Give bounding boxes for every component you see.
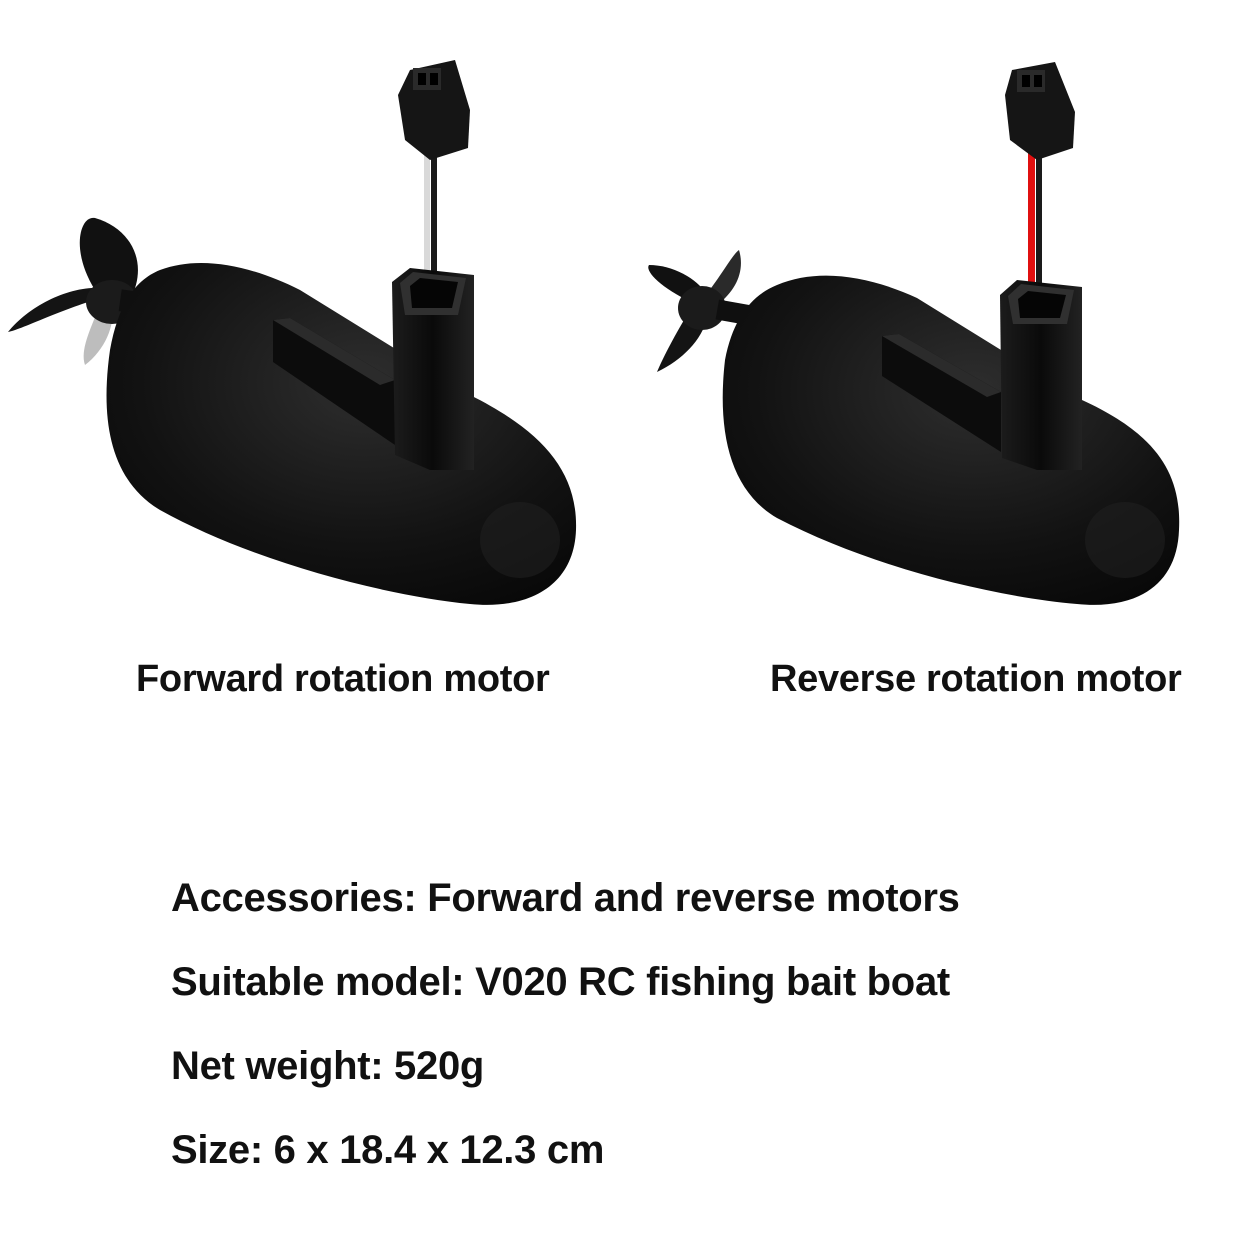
spec-net-weight: Net weight: 520g (171, 1044, 485, 1088)
wire-white (424, 150, 430, 275)
connector-plug (1005, 62, 1075, 160)
reverse-motor-caption: Reverse rotation motor (770, 658, 1182, 700)
motor-fin (882, 334, 1001, 452)
motor-fin (273, 318, 395, 445)
spec-list: Accessories: Forward and reverse motors … (171, 870, 1171, 1206)
reverse-motor-illustration-icon (648, 62, 1180, 605)
spec-suitable-model: Suitable model: V020 RC fishing bait boa… (171, 960, 950, 1004)
forward-motor-panel (0, 0, 627, 640)
forward-motor-caption: Forward rotation motor (136, 658, 550, 700)
motor-body (722, 275, 1180, 605)
forward-motor-illustration-icon (8, 60, 577, 605)
spec-size: Size: 6 x 18.4 x 12.3 cm (171, 1128, 605, 1172)
wire-black (431, 150, 437, 275)
propeller (648, 250, 759, 372)
wire-black (1036, 150, 1042, 285)
motor-stem (1000, 280, 1082, 470)
spec-accessories: Accessories: Forward and reverse motors (171, 876, 960, 920)
reverse-motor-panel (627, 0, 1254, 640)
wire-red (1028, 150, 1035, 285)
motor-body (106, 262, 577, 605)
motor-stem (392, 268, 474, 470)
connector-plug (398, 60, 470, 160)
